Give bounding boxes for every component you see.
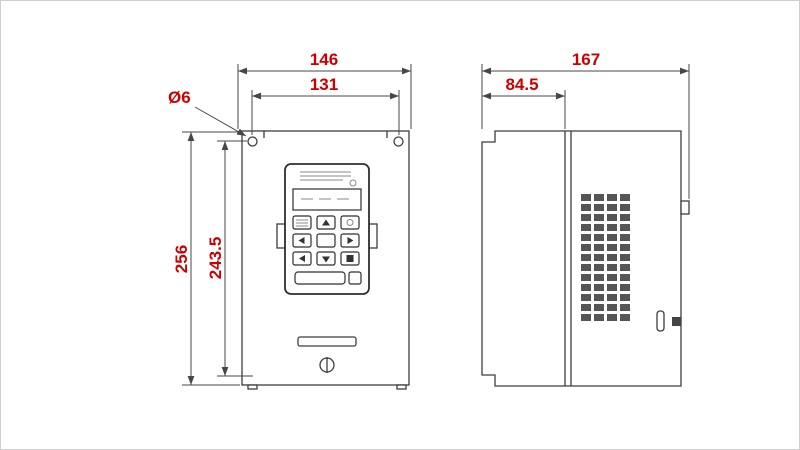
keypad: [292, 215, 362, 285]
menu-lines-icon: [296, 219, 308, 227]
dim-hole-diameter-leader: [194, 106, 247, 137]
foot-left: [247, 384, 258, 390]
side-protrusion: [680, 200, 690, 215]
dim-mount-height-label: 243.5: [206, 237, 225, 280]
mounting-hole-left: [247, 136, 258, 147]
vent-grille: [581, 194, 633, 324]
top-ear-notches: [263, 131, 388, 138]
dim-overall-width-label: 146: [310, 50, 338, 69]
enter-icon: [346, 219, 354, 226]
foot-right: [396, 384, 407, 390]
panel-tab-right: [368, 223, 378, 249]
dim-overall-depth-label: 167: [572, 50, 600, 69]
run-icon: [299, 255, 305, 262]
keypad-button-enter: [340, 215, 360, 230]
dim-overall-height-label: 256: [172, 245, 191, 273]
left-arrow-icon: [298, 237, 305, 244]
dim-mount-depth-label: 84.5: [505, 75, 538, 94]
front-dimensions: 146 131 Ø6 256 243.5: [168, 50, 412, 386]
side-dimensions: 167 84.5: [481, 50, 690, 199]
dim-mount-width-extensions: [251, 90, 400, 135]
side-connector-block: [672, 317, 681, 326]
bottom-slot: [297, 336, 357, 347]
keypad-bottom-bar: [294, 271, 346, 285]
cover-seam-lines: [564, 131, 572, 386]
dim-hole-diameter-label: Ø6: [168, 88, 191, 107]
dim-overall-width-extensions: [237, 64, 412, 129]
control-panel: [276, 163, 378, 295]
dim-mount-width-label: 131: [310, 75, 338, 94]
side-slot: [656, 310, 665, 332]
display: [292, 188, 362, 211]
panel-label-lines: [300, 171, 357, 187]
up-arrow-icon: [322, 219, 330, 226]
down-arrow-icon: [322, 256, 330, 263]
front-view: [241, 130, 410, 390]
side-view: [481, 130, 690, 387]
panel-tab-left: [276, 223, 286, 249]
mounting-hole-right: [393, 136, 404, 147]
bottom-screw: [319, 357, 335, 373]
right-arrow-icon: [347, 237, 354, 244]
keypad-bottom-key: [348, 271, 362, 285]
keypad-button-shift: [316, 233, 336, 248]
stop-icon: [346, 255, 354, 262]
